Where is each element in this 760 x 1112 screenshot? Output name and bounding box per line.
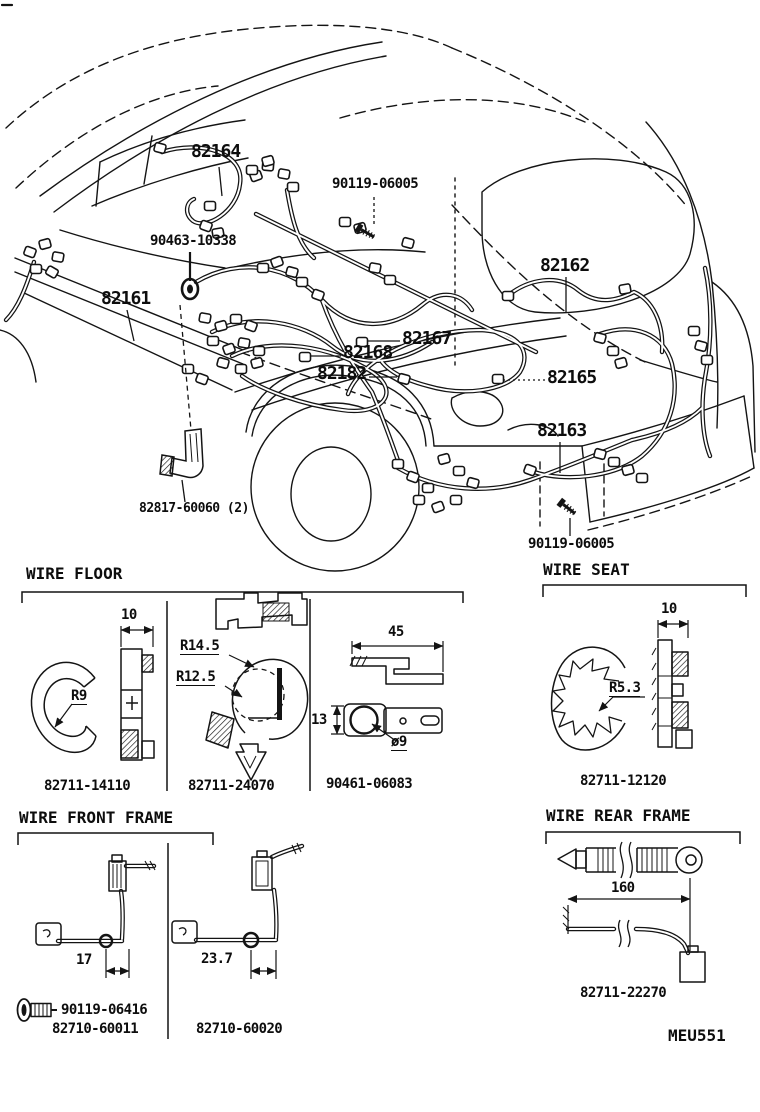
screw-icon-bottom [555, 496, 580, 519]
dim-radius-82711-12120: R5.3 [609, 680, 641, 697]
callout-82817-60060: 82817-60060 (2) [139, 501, 249, 516]
callout-82161: 82161 [101, 288, 151, 309]
callout-82165: 82165 [547, 367, 597, 388]
dim-length-82711-22270: 160 [611, 880, 635, 896]
wire-rear-frame-drawing [557, 841, 706, 983]
part-number-90461-06083: 90461-06083 [326, 776, 413, 792]
callout-82168: 82168 [343, 342, 393, 363]
dim-width-82711-14110: 10 [121, 607, 137, 623]
dim-offset-82710-60011: 17 [76, 952, 92, 968]
dim-height-90461-06083: 13 [311, 712, 327, 728]
wire-front-frame-drawings [35, 842, 302, 979]
dim-length-90461-06083: 45 [388, 624, 404, 640]
part-number-90119-06416: 90119-06416 [61, 1002, 148, 1018]
section-title-wire-floor: WIRE FLOOR [26, 564, 123, 583]
part-number-82711-24070: 82711-24070 [188, 778, 275, 794]
figure-code: MEU551 [668, 1026, 726, 1045]
part-number-82711-22270: 82711-22270 [580, 985, 667, 1001]
body-hidden-lines [5, 24, 753, 531]
dim-radius-82711-14110: R9 [71, 688, 87, 705]
grommet-icon [180, 277, 200, 301]
part-number-82711-12120: 82711-12120 [580, 773, 667, 789]
connectors [22, 141, 714, 514]
clip-82817 [159, 428, 204, 479]
section-title-wire-seat: WIRE SEAT [543, 560, 630, 579]
bolt-icon-90119-06416 [16, 998, 57, 1022]
leader-lines [126, 166, 571, 536]
part-number-82710-60011: 82710-60011 [52, 1021, 139, 1037]
section-title-wire-rear-frame: WIRE REAR FRAME [546, 806, 691, 825]
part-number-82711-14110: 82711-14110 [44, 778, 131, 794]
dim-hole-90461-06083: ø9 [391, 734, 407, 751]
callout-90119-06005-bottom: 90119-06005 [528, 536, 615, 552]
callout-82164: 82164 [191, 141, 241, 162]
dim-inner-radius-82711-24070: R12.5 [176, 669, 216, 686]
callout-82182: 82182 [317, 363, 367, 384]
callout-82167: 82167 [402, 328, 452, 349]
section-brackets [17, 584, 747, 1039]
rear-wheel [245, 364, 435, 572]
callout-90119-06005-top: 90119-06005 [332, 176, 419, 192]
wire-seat-drawing [550, 620, 693, 751]
callout-82162: 82162 [540, 255, 590, 276]
section-title-wire-front-frame: WIRE FRONT FRAME [19, 808, 174, 827]
dim-width-82711-12120: 10 [661, 601, 677, 617]
dim-outer-radius-82711-24070: R14.5 [180, 638, 220, 655]
wire-floor-drawings [30, 592, 444, 781]
callout-90463-10338: 90463-10338 [150, 233, 237, 249]
part-number-82710-60020: 82710-60020 [196, 1021, 283, 1037]
dim-offset-82710-60020: 23.7 [201, 951, 233, 967]
callout-82163: 82163 [537, 420, 587, 441]
